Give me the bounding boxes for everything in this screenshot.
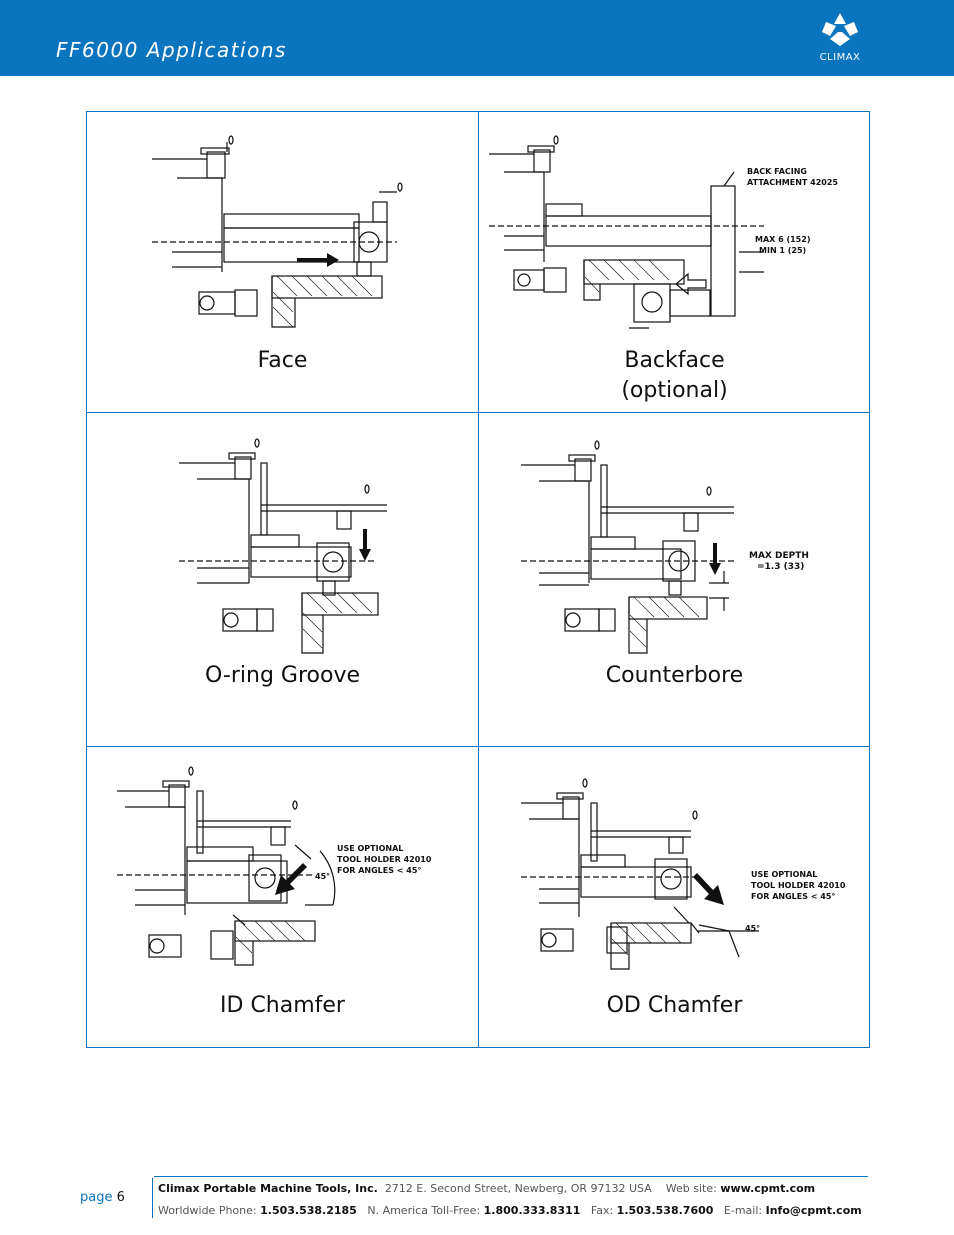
backface-caption-line1: Backface (624, 348, 725, 373)
climax-logo: CLIMAX (808, 10, 878, 70)
id-chamfer-note: USE OPTIONAL TOOL HOLDER 42010 FOR ANGLE… (337, 844, 432, 875)
id-chamfer-drawing (117, 766, 336, 966)
id-chamfer-caption: ID Chamfer (220, 993, 345, 1018)
oring-drawing (179, 438, 387, 654)
backface-note-range: MAX 6 (152) MIN 1 (25) (755, 235, 811, 255)
face-caption: Face (257, 348, 308, 373)
od-chamfer-drawing (521, 778, 759, 970)
logo-text: CLIMAX (819, 52, 861, 63)
backface-caption-line2: (optional) (621, 378, 728, 403)
company-name: Climax Portable Machine Tools, Inc. (158, 1182, 378, 1195)
footer-rule (154, 1176, 868, 1177)
footer-divider (152, 1178, 153, 1218)
phone-number: 1.503.538.2185 (260, 1204, 357, 1217)
backface-note-attachment: BACK FACING ATTACHMENT 42025 (747, 167, 838, 187)
panel-face: Face (87, 112, 478, 412)
applications-grid: Face (86, 111, 870, 1048)
panel-od-chamfer: USE OPTIONAL TOOL HOLDER 42010 FOR ANGLE… (479, 747, 870, 1047)
page-number: page 6 (80, 1190, 125, 1205)
counterbore-drawing (521, 440, 734, 654)
od-chamfer-caption: OD Chamfer (606, 993, 743, 1018)
od-chamfer-angle: 45° (745, 924, 761, 933)
backface-drawing (489, 135, 764, 329)
face-drawing (152, 135, 403, 328)
footer-company-line: Climax Portable Machine Tools, Inc. 2712… (158, 1182, 816, 1195)
fax-number: 1.503.538.7600 (616, 1204, 714, 1217)
od-chamfer-note: USE OPTIONAL TOOL HOLDER 42010 FOR ANGLE… (751, 870, 846, 901)
grid-divider-row2 (87, 746, 869, 747)
tollfree-number: 1.800.333.8311 (483, 1204, 581, 1217)
page-title: FF6000 Applications (56, 38, 287, 62)
grid-divider-vertical (478, 112, 479, 1047)
email-link[interactable]: Info@cpmt.com (765, 1204, 862, 1217)
panel-id-chamfer: USE OPTIONAL TOOL HOLDER 42010 FOR ANGLE… (87, 747, 478, 1047)
company-address: 2712 E. Second Street, Newberg, OR 97132… (384, 1182, 652, 1195)
footer-contact-line: Worldwide Phone: 1.503.538.2185 N. Ameri… (158, 1204, 862, 1217)
counterbore-caption: Counterbore (605, 663, 744, 688)
page-header: FF6000 Applications CLIMAX (0, 0, 954, 76)
climax-star-icon (822, 13, 858, 46)
panel-counterbore: MAX DEPTH =1.3 (33) Counterbore (479, 413, 870, 746)
id-chamfer-angle: 45° (315, 872, 331, 881)
panel-oring-groove: O-ring Groove (87, 413, 478, 746)
oring-caption: O-ring Groove (204, 663, 360, 688)
grid-divider-row1 (87, 412, 869, 413)
website-link[interactable]: www.cpmt.com (720, 1182, 816, 1195)
panel-backface: BACK FACING ATTACHMENT 42025 MAX 6 (152)… (479, 112, 870, 412)
counterbore-note-depth: MAX DEPTH =1.3 (33) (749, 551, 809, 572)
